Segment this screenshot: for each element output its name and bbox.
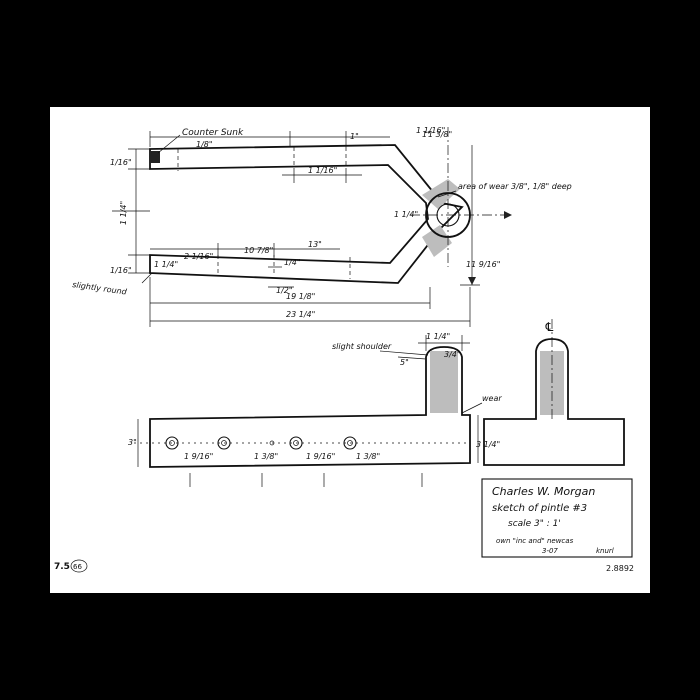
dim-bot-8: 23 1/4"	[286, 310, 315, 319]
dim-bot-7: 19 1/8"	[286, 292, 315, 301]
dim-top-2: 1 1/16"	[308, 166, 337, 175]
title-line-4: own "inc and" newcas	[496, 537, 574, 545]
dim-top-3: 1 1/16"	[416, 126, 445, 135]
title-line-2: sketch of pintle #3	[492, 503, 587, 514]
leader-wear	[461, 402, 483, 414]
pin-shading	[430, 351, 458, 413]
top-view: Counter Sunk slightly round area of wear…	[72, 126, 572, 327]
rivet-head-left	[150, 151, 160, 163]
footer-left-number: 7.5	[54, 562, 70, 572]
side-body-outline	[149, 346, 471, 468]
bolt-hole-3-inner	[293, 440, 299, 446]
title-line-6: knurl	[596, 547, 614, 555]
dim-side-left: 3"	[128, 438, 137, 447]
bolt-hole-2-inner	[221, 440, 227, 446]
dim-bot-3: 10 7/8"	[244, 246, 273, 255]
dim-hole-2: 1 3/8"	[254, 452, 278, 461]
title-block: Charles W. Morgan sketch of pintle #3 sc…	[481, 478, 633, 558]
dim-right: 11 9/16"	[466, 260, 500, 269]
dim-hole-1: 1 9/16"	[184, 452, 213, 461]
footer-right-number: 2.8892	[606, 564, 634, 573]
end-view: ℄	[483, 319, 625, 466]
dim-left-3: 1 1/4"	[119, 201, 128, 225]
drawing-sheet: Counter Sunk slightly round area of wear…	[50, 107, 650, 593]
label-slightly-round: slightly round	[72, 280, 128, 297]
dim-hole-4: 1 3/8"	[356, 452, 380, 461]
title-line-3: scale 3" : 1'	[508, 519, 561, 529]
pin-dim-leader	[397, 356, 427, 360]
title-block-border	[481, 478, 633, 558]
arrow-down-right-dim	[468, 277, 476, 285]
title-line-5: 3-07	[542, 547, 558, 555]
label-area-of-wear: area of wear 3/8", 1/8" deep	[458, 182, 572, 191]
label-slight-shoulder: slight shoulder	[332, 342, 392, 351]
dim-pin-1: 1 1/4"	[426, 332, 450, 341]
label-counter-sunk: Counter Sunk	[182, 128, 244, 138]
wear-area-shading-lower	[422, 225, 452, 257]
arrow-right-centerline	[504, 211, 512, 219]
dim-bot-1: 1 1/4"	[154, 260, 178, 269]
dim-knuckle-1: 1 1/4"	[394, 210, 418, 219]
leader-slight-shoulder	[379, 350, 429, 356]
dim-pin-2: 5"	[400, 358, 409, 367]
centerline-mark: ℄	[544, 320, 555, 334]
sheet-footer: 7.5 66 2.8892	[54, 559, 634, 573]
label-wear: wear	[482, 394, 502, 403]
strap-outline	[149, 144, 464, 284]
dim-bot-4: 1/4"	[284, 258, 301, 267]
footer-circle	[70, 559, 88, 573]
dim-left-1: 1/16"	[110, 158, 132, 167]
dim-pin-3: 3/4"	[444, 350, 461, 359]
dim-bot-6: 1/2"	[276, 286, 293, 295]
dim-bot-5: 13"	[308, 240, 322, 249]
footer-circled-number: 66	[73, 563, 82, 571]
pintle-drawing: Counter Sunk slightly round area of wear…	[54, 126, 634, 573]
bolt-hole-4-inner	[347, 440, 353, 446]
dim-top-end: 1/8"	[196, 140, 213, 149]
side-view: slight shoulder wear 3" 3 1/4" 1 1/4" 5"…	[128, 332, 502, 487]
leader-counter-sunk	[157, 134, 181, 154]
dim-side-right: 3 1/4"	[476, 440, 500, 449]
dim-hole-3: 1 9/16"	[306, 452, 335, 461]
title-line-1: Charles W. Morgan	[492, 485, 595, 498]
leader-slightly-round	[141, 272, 153, 284]
dim-top-4: 1"	[422, 130, 431, 139]
dim-left-2: 1/16"	[110, 266, 132, 275]
bolt-hole-1-inner	[169, 440, 175, 446]
end-view-outline	[483, 338, 625, 466]
leader-area-of-wear	[437, 190, 457, 198]
dim-bot-2: 2 1/16"	[184, 252, 213, 261]
dim-top-1: 1"	[350, 132, 359, 141]
dim-knuckle-2: 1 3/8"	[428, 130, 452, 139]
